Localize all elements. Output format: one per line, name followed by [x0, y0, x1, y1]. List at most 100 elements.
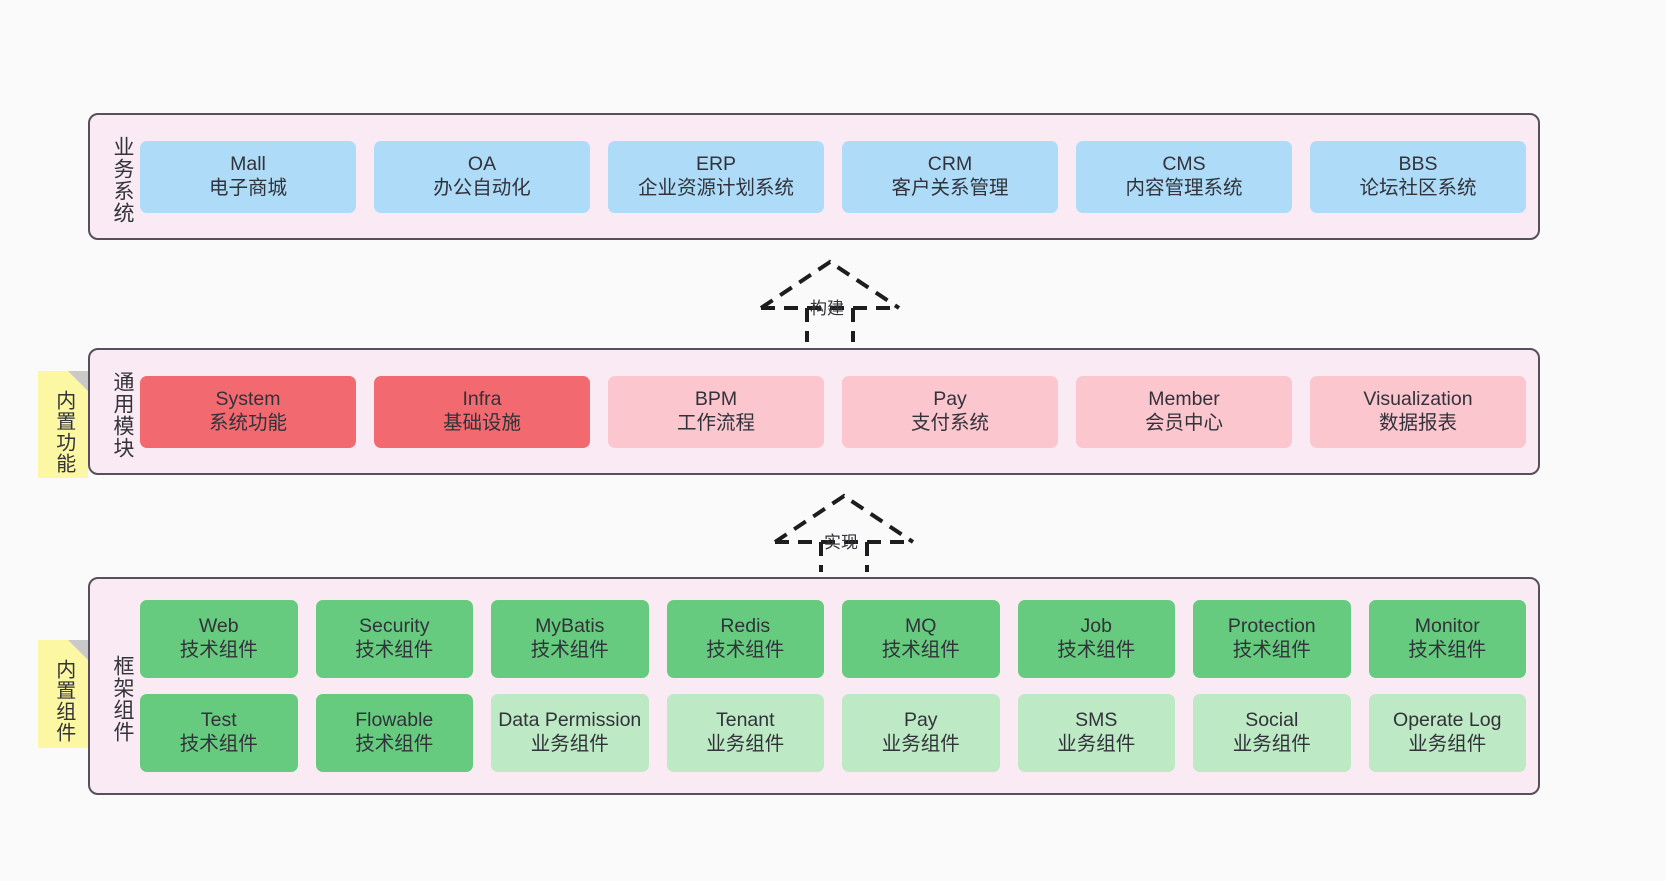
card-subtitle: 办公自动化 [433, 176, 531, 199]
card-social[interactable]: Social 业务组件 [1193, 694, 1351, 772]
card-title: BPM [694, 387, 738, 410]
card-mq[interactable]: MQ 技术组件 [842, 600, 1000, 678]
layer-title-business-system: 业务系统 [111, 135, 134, 224]
card-subtitle: 技术组件 [1232, 639, 1311, 661]
card-member[interactable]: Member 会员中心 [1076, 375, 1292, 448]
card-mall[interactable]: Mall 电子商城 [140, 140, 356, 213]
card-erp[interactable]: ERP 企业资源计划系统 [608, 140, 824, 213]
arrow-build-label: 构建 [810, 299, 844, 318]
card-pay-business[interactable]: Pay 业务组件 [842, 694, 1000, 772]
arrow-build: 构建 [757, 258, 903, 342]
card-title: OA [467, 152, 497, 175]
card-title: System [215, 387, 281, 410]
card-subtitle: 内容管理系统 [1125, 176, 1243, 199]
card-crm[interactable]: CRM 客户关系管理 [842, 140, 1058, 213]
layer-body-framework-component: Web 技术组件 Security 技术组件 MyBatis 技术组件 Redi… [134, 579, 1538, 793]
card-oa[interactable]: OA 办公自动化 [374, 140, 590, 213]
layer-body-common-module: System 系统功能 Infra 基础设施 BPM 工作流程 Pay 支付系统… [134, 350, 1538, 473]
note-label: 内置组件 [52, 659, 75, 743]
card-subtitle: 技术组件 [1057, 639, 1136, 661]
arrow-implement: 实现 [771, 492, 917, 572]
card-job[interactable]: Job 技术组件 [1017, 600, 1175, 678]
card-subtitle: 客户关系管理 [891, 176, 1009, 199]
arrow-implement-label: 实现 [824, 533, 858, 552]
card-security[interactable]: Security 技术组件 [315, 600, 473, 678]
layer-title-common-module: 通用模块 [111, 370, 134, 459]
card-title: SMS [1075, 709, 1118, 732]
card-subtitle: 技术组件 [179, 733, 258, 755]
card-subtitle: 企业资源计划系统 [637, 176, 794, 199]
framework-card-row-technical: Web 技术组件 Security 技术组件 MyBatis 技术组件 Redi… [140, 600, 1526, 678]
card-protection[interactable]: Protection 技术组件 [1193, 600, 1351, 678]
card-subtitle: 技术组件 [1408, 639, 1487, 661]
card-mybatis[interactable]: MyBatis 技术组件 [491, 600, 649, 678]
card-title: Social [1245, 709, 1299, 732]
card-redis[interactable]: Redis 技术组件 [666, 600, 824, 678]
card-title: Infra [462, 387, 502, 410]
card-bbs[interactable]: BBS 论坛社区系统 [1310, 140, 1526, 213]
card-subtitle: 业务组件 [881, 733, 960, 755]
card-title: Test [200, 709, 237, 732]
card-visualization[interactable]: Visualization 数据报表 [1310, 375, 1526, 448]
card-subtitle: 业务组件 [1057, 733, 1136, 755]
card-title: BBS [1398, 152, 1438, 175]
card-title: Monitor [1414, 615, 1480, 638]
card-flowable[interactable]: Flowable 技术组件 [315, 694, 473, 772]
card-subtitle: 系统功能 [208, 411, 287, 434]
note-fold-icon [68, 371, 88, 391]
card-subtitle: 电子商城 [208, 176, 287, 199]
card-title: Operate Log [1393, 709, 1502, 732]
arrow-build-icon [759, 259, 901, 342]
card-title: MQ [905, 615, 937, 638]
framework-card-row-business: Test 技术组件 Flowable 技术组件 Data Permission … [140, 694, 1526, 772]
card-subtitle: 技术组件 [530, 639, 609, 661]
card-operate-log[interactable]: Operate Log 业务组件 [1368, 694, 1526, 772]
card-pay[interactable]: Pay 支付系统 [842, 375, 1058, 448]
card-sms[interactable]: SMS 业务组件 [1017, 694, 1175, 772]
card-title: Member [1148, 387, 1220, 410]
card-subtitle: 技术组件 [355, 639, 434, 661]
note-builtin-function: 内置功能 [38, 371, 88, 478]
card-subtitle: 技术组件 [355, 733, 434, 755]
layer-business-system: 业务系统 Mall 电子商城 OA 办公自动化 ERP 企业资源计划系统 CRM… [88, 113, 1540, 240]
card-subtitle: 工作流程 [676, 411, 755, 434]
card-infra[interactable]: Infra 基础设施 [374, 375, 590, 448]
card-monitor[interactable]: Monitor 技术组件 [1368, 600, 1526, 678]
card-subtitle: 论坛社区系统 [1359, 176, 1477, 199]
card-tenant[interactable]: Tenant 业务组件 [666, 694, 824, 772]
card-subtitle: 业务组件 [1232, 733, 1311, 755]
card-bpm[interactable]: BPM 工作流程 [608, 375, 824, 448]
card-subtitle: 技术组件 [179, 639, 258, 661]
arrow-implement-icon [773, 493, 915, 572]
card-web[interactable]: Web 技术组件 [140, 600, 298, 678]
card-title: CMS [1162, 152, 1206, 175]
card-subtitle: 业务组件 [706, 733, 785, 755]
card-subtitle: 业务组件 [1408, 733, 1487, 755]
card-cms[interactable]: CMS 内容管理系统 [1076, 140, 1292, 213]
card-title: Mall [230, 152, 266, 175]
note-fold-icon [68, 640, 88, 660]
card-data-permission[interactable]: Data Permission 业务组件 [491, 694, 649, 772]
common-card-row: System 系统功能 Infra 基础设施 BPM 工作流程 Pay 支付系统… [140, 375, 1526, 448]
card-title: Protection [1227, 615, 1316, 638]
card-title: MyBatis [535, 615, 605, 638]
card-subtitle: 会员中心 [1144, 411, 1223, 434]
card-test[interactable]: Test 技术组件 [140, 694, 298, 772]
layer-title-framework-component: 框架组件 [111, 655, 134, 743]
card-subtitle: 基础设施 [442, 411, 521, 434]
card-title: Flowable [355, 709, 434, 732]
card-title: Tenant [715, 709, 775, 732]
card-title: Data Permission [498, 709, 642, 732]
card-title: Visualization [1363, 387, 1473, 410]
card-title: Pay [903, 709, 938, 732]
card-title: Redis [720, 615, 771, 638]
card-subtitle: 技术组件 [706, 639, 785, 661]
note-label: 内置功能 [52, 389, 75, 474]
card-system[interactable]: System 系统功能 [140, 375, 356, 448]
card-title: ERP [695, 152, 737, 175]
card-subtitle: 支付系统 [910, 411, 989, 434]
layer-common-module: 通用模块 System 系统功能 Infra 基础设施 BPM 工作流程 Pay… [88, 348, 1540, 475]
note-builtin-component: 内置组件 [38, 640, 88, 748]
layer-framework-component: 框架组件 Web 技术组件 Security 技术组件 MyBatis 技术组件… [88, 577, 1540, 795]
